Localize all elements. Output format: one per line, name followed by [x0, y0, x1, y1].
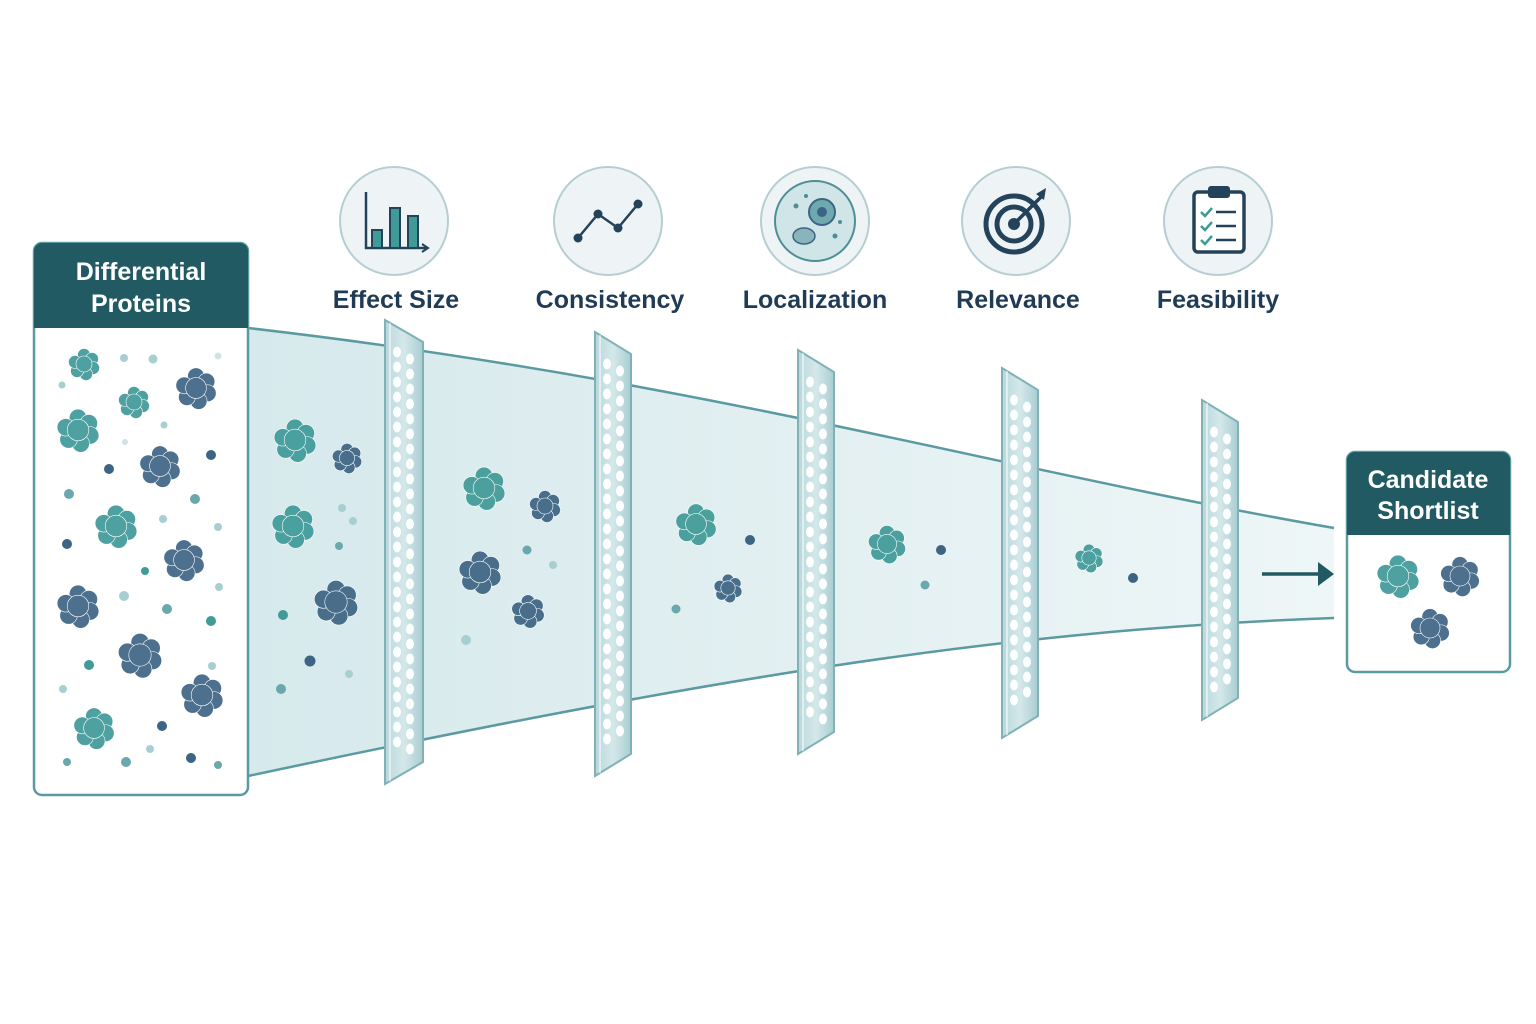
filter-stage-feasibility: Feasibility: [1157, 166, 1279, 314]
source-title-line2: Proteins: [91, 290, 191, 318]
protein-dot: [671, 604, 681, 614]
protein-dot: [214, 352, 222, 360]
protein-dot: [349, 517, 357, 525]
protein-dot: [146, 745, 154, 753]
protein-dot: [159, 515, 167, 523]
filter-panel: [594, 330, 632, 778]
filter-label-feasibility: Feasibility: [1157, 286, 1279, 314]
filter-label-relevance: Relevance: [956, 286, 1080, 314]
candidate-shortlist-box: Candidate Shortlist: [1345, 450, 1512, 674]
funnel-top-edge: [247, 326, 1335, 530]
protein-dot: [119, 591, 129, 601]
protein-dot: [522, 545, 532, 555]
cell-icon: [774, 180, 856, 262]
bar-chart-icon: [364, 192, 430, 253]
differential-proteins-box: Differential Proteins: [32, 241, 250, 797]
protein-dot: [549, 561, 557, 569]
protein-dot: [62, 539, 72, 549]
protein-dot: [335, 542, 343, 550]
protein-dot: [141, 567, 149, 575]
protein-dot: [276, 684, 286, 694]
protein-dot: [936, 545, 946, 555]
output-title-line1: Candidate: [1368, 466, 1489, 494]
protein-dot: [214, 523, 222, 531]
source-title-line1: Differential: [76, 258, 207, 286]
protein-dot: [208, 662, 216, 670]
line-trend-icon: [573, 199, 643, 243]
protein-dot: [278, 610, 288, 620]
protein-dot: [59, 685, 67, 693]
protein-dot: [162, 604, 172, 614]
protein-dot: [58, 381, 66, 389]
protein-dot: [122, 439, 128, 445]
protein-dot: [745, 535, 755, 545]
funnel-protein-cluster: [271, 418, 1138, 694]
target-icon: [983, 188, 1046, 255]
protein-dot: [304, 655, 316, 667]
filter-label-effect-size: Effect Size: [333, 286, 460, 314]
funnel-bottom-edge: [247, 616, 1335, 778]
protein-dot: [206, 616, 216, 626]
filter-panel: [1001, 366, 1039, 740]
protein-dot: [214, 761, 222, 769]
protein-dot: [1128, 573, 1138, 583]
filter-stage-localization: Localization: [743, 166, 887, 314]
protein-dot: [206, 450, 216, 460]
filter-label-localization: Localization: [743, 286, 887, 314]
protein-dot: [120, 354, 128, 362]
protein-dot: [215, 583, 223, 591]
source-protein-cluster: [56, 348, 224, 769]
filter-panel: [384, 318, 424, 786]
protein-dot: [63, 758, 71, 766]
protein-dot: [338, 504, 346, 512]
protein-dot: [160, 421, 168, 429]
funnel-band: [248, 328, 1334, 776]
protein-dot: [186, 753, 196, 763]
filter-stage-headers: Effect Size Consistency: [333, 166, 1279, 314]
filter-panel: [797, 348, 835, 756]
protein-dot: [104, 464, 114, 474]
arrow-to-shortlist: [1262, 562, 1334, 586]
filter-stage-relevance: Relevance: [956, 166, 1080, 314]
protein-dot: [121, 757, 131, 767]
output-title-line2: Shortlist: [1377, 497, 1479, 525]
protein-dot: [84, 660, 94, 670]
protein-dot: [345, 670, 353, 678]
filter-stage-consistency: Consistency: [536, 166, 685, 314]
filter-panel: [1201, 398, 1239, 722]
protein-dot: [920, 580, 930, 590]
filter-label-consistency: Consistency: [536, 286, 685, 314]
protein-dot: [157, 721, 167, 731]
protein-dot: [148, 354, 158, 364]
protein-dot: [64, 489, 74, 499]
protein-dot: [190, 494, 200, 504]
protein-dot: [461, 635, 471, 645]
clipboard-checklist-icon: [1192, 186, 1246, 254]
filter-stage-effect-size: Effect Size: [333, 166, 460, 314]
filter-panels: [384, 318, 1239, 786]
